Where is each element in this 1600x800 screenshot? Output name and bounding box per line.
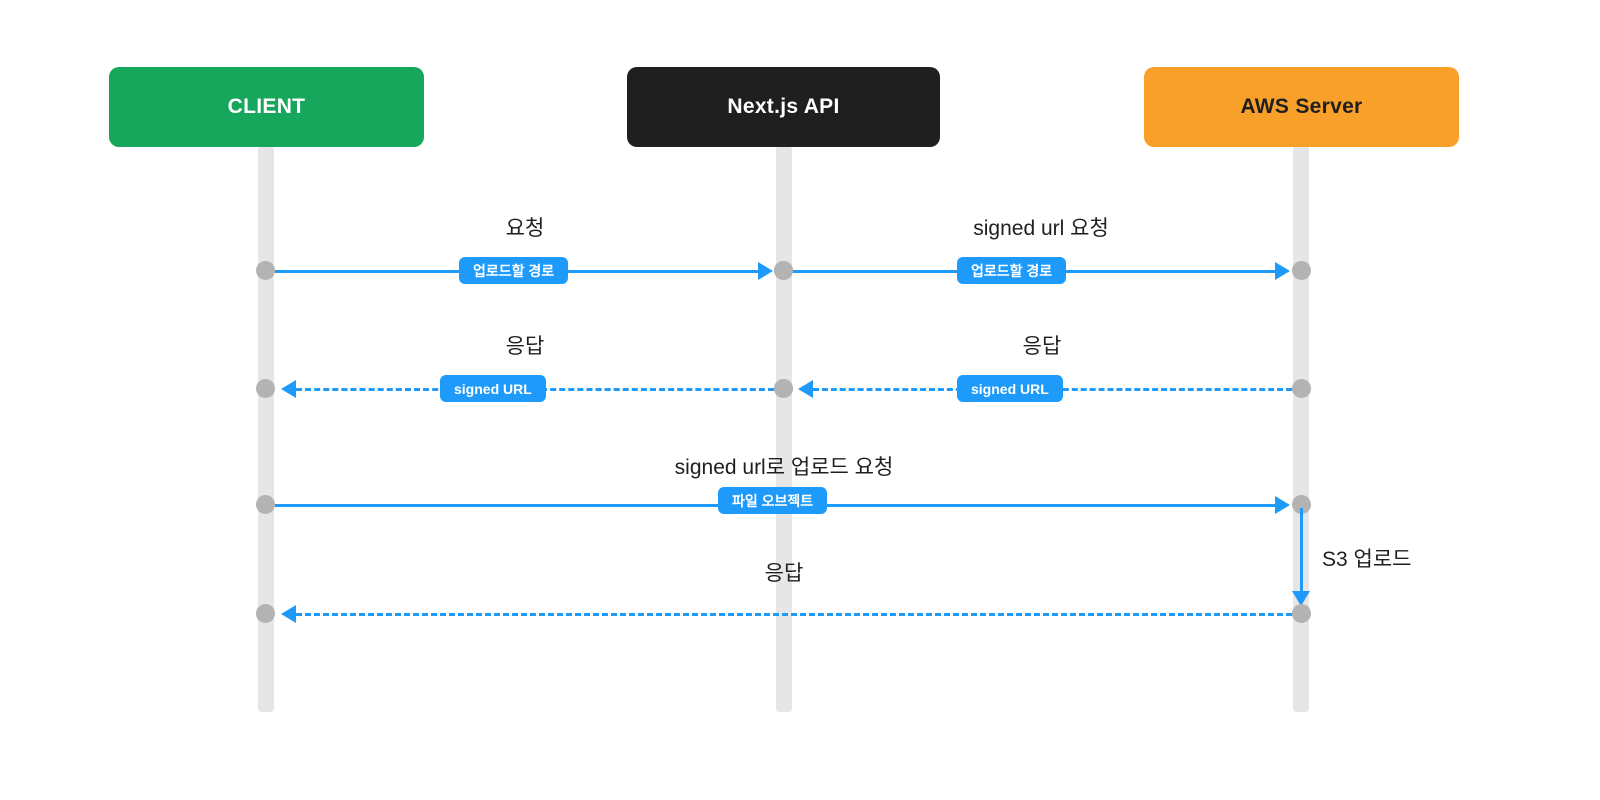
message-line-m6 <box>296 613 1292 616</box>
arrow-head-m6 <box>281 605 296 623</box>
actor-label-client: CLIENT <box>227 95 306 118</box>
message-badge-m4: signed URL <box>957 375 1063 402</box>
actor-label-nextjs: Next.js API <box>727 95 840 118</box>
message-badge-m1: 업로드할 경로 <box>459 257 569 284</box>
self-message-label-s1: S3 업로드 <box>1322 548 1412 571</box>
arrow-head-m1 <box>758 262 773 280</box>
message-dot-m4-source <box>1292 379 1311 398</box>
arrow-head-m4 <box>798 380 813 398</box>
message-label-m5: signed url로 업로드 요청 <box>674 456 894 479</box>
message-dot-m6-source <box>1292 604 1311 623</box>
message-label-m3: 응답 <box>505 335 545 358</box>
message-label-m6: 응답 <box>764 562 804 585</box>
arrow-head-m2 <box>1275 262 1290 280</box>
message-badge-m2: 업로드할 경로 <box>957 257 1067 284</box>
message-label-m2: signed url 요청 <box>973 217 1109 240</box>
message-badge-m3: signed URL <box>440 375 546 402</box>
message-badge-m5: 파일 오브젝트 <box>718 487 828 514</box>
actor-box-aws[interactable]: AWS Server <box>1144 67 1459 147</box>
message-dot-m5-target <box>1292 495 1311 514</box>
message-dot-m6-target <box>256 604 275 623</box>
message-dot-m4-target <box>774 379 793 398</box>
message-label-m4: 응답 <box>1022 335 1062 358</box>
message-dot-m3-target <box>256 379 275 398</box>
arrow-head-m3 <box>281 380 296 398</box>
actor-box-nextjs[interactable]: Next.js API <box>627 67 940 147</box>
message-label-m1: 요청 <box>505 217 545 240</box>
self-message-line-s1 <box>1300 508 1303 594</box>
arrow-head-m5 <box>1275 496 1290 514</box>
actor-box-client[interactable]: CLIENT <box>109 67 424 147</box>
lifeline-client <box>258 146 274 712</box>
message-dot-m5-source <box>256 495 275 514</box>
message-dot-m2-target <box>1292 261 1311 280</box>
lifeline-nextjs <box>776 146 792 712</box>
arrow-head-s1 <box>1292 591 1310 606</box>
message-dot-m1-source <box>256 261 275 280</box>
lifeline-aws <box>1293 146 1309 712</box>
message-dot-m2-source <box>774 261 793 280</box>
actor-label-aws: AWS Server <box>1240 95 1363 118</box>
